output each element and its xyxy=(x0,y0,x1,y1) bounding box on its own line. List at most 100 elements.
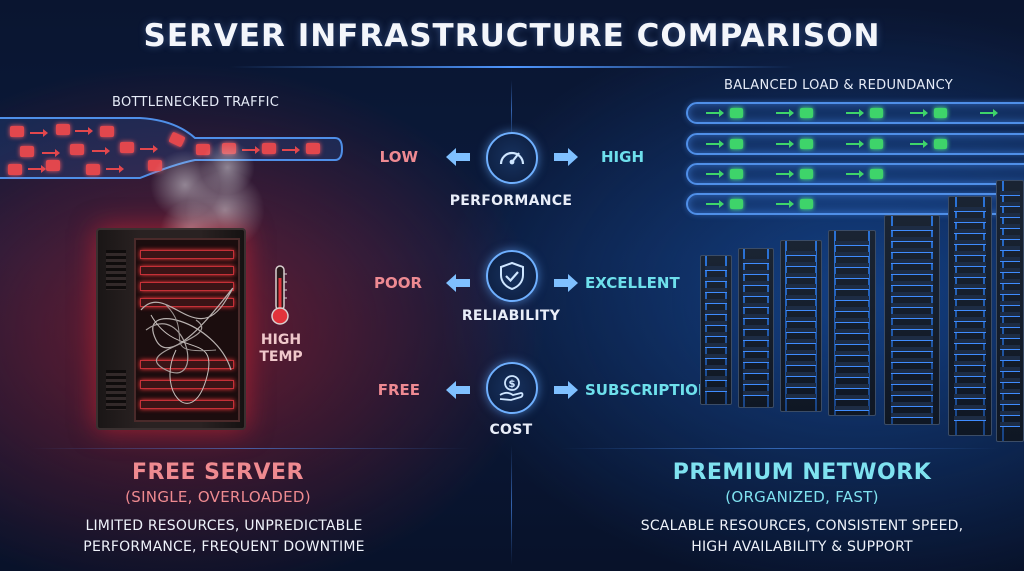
rack-unit xyxy=(954,273,986,278)
shield-check-icon xyxy=(486,250,538,302)
rack-unit xyxy=(743,347,769,352)
rack-unit xyxy=(704,354,728,359)
rack-unit xyxy=(834,406,870,411)
arrow-right-icon xyxy=(554,274,578,292)
rack-unit xyxy=(834,373,870,378)
free-server-subtitle: (SINGLE, OVERLOADED) xyxy=(125,488,311,506)
rack-unit xyxy=(785,361,817,366)
rack-unit xyxy=(834,296,870,301)
rack-unit xyxy=(891,391,933,396)
rack-unit xyxy=(891,336,933,341)
rack-unit xyxy=(891,303,933,308)
rack-unit xyxy=(891,248,933,253)
cost-high-label: SUBSCRIPTION xyxy=(585,381,711,399)
rack-unit xyxy=(704,299,728,304)
rack-unit xyxy=(834,263,870,268)
rack-unit xyxy=(954,218,986,223)
rack-unit xyxy=(834,274,870,279)
rack-unit xyxy=(954,394,986,399)
rack-unit xyxy=(834,318,870,323)
rack-unit xyxy=(785,328,817,333)
rack-unit xyxy=(1000,345,1020,350)
reliability-label: RELIABILITY xyxy=(461,308,561,324)
free-server-title: FREE SERVER xyxy=(132,460,304,485)
rack-unit xyxy=(785,295,817,300)
rack-unit xyxy=(704,332,728,337)
dollar-hand-icon: $ xyxy=(486,362,538,414)
rack-unit xyxy=(704,321,728,326)
rack-unit xyxy=(891,402,933,407)
rack-unit xyxy=(1000,191,1020,196)
premium-network-title: PREMIUM NETWORK xyxy=(672,460,932,485)
rack-unit xyxy=(743,270,769,275)
rack-unit xyxy=(954,262,986,267)
rack-unit xyxy=(834,285,870,290)
cabinet-front xyxy=(134,238,240,422)
rack-unit xyxy=(1000,334,1020,339)
rack-unit xyxy=(891,259,933,264)
arrow-left-icon xyxy=(446,381,470,399)
rack-unit xyxy=(891,369,933,374)
premium-network-description: SCALABLE RESOURCES, CONSISTENT SPEED, HI… xyxy=(592,516,1012,558)
rack-unit xyxy=(891,380,933,385)
reliability-low-label: POOR xyxy=(373,274,422,292)
rack-unit xyxy=(1000,400,1020,405)
rack-unit xyxy=(785,284,817,289)
free-server-desc-line-2: PERFORMANCE, FREQUENT DOWNTIME xyxy=(83,539,365,555)
rack-unit xyxy=(891,270,933,275)
rack-unit xyxy=(704,310,728,315)
rack-unit xyxy=(785,350,817,355)
rack-unit xyxy=(954,240,986,245)
rack-unit xyxy=(954,229,986,234)
high-temp-line-1: HIGH xyxy=(260,332,302,348)
rack-unit xyxy=(1000,202,1020,207)
rack-unit xyxy=(954,284,986,289)
high-temp-line-2: TEMP xyxy=(259,349,303,365)
rack-unit xyxy=(954,372,986,377)
rack-unit xyxy=(954,207,986,212)
left-bottom-rule xyxy=(30,448,470,449)
rack-unit xyxy=(785,394,817,399)
rack-unit xyxy=(743,336,769,341)
rack-unit xyxy=(891,226,933,231)
premium-desc-line-2: HIGH AVAILABILITY & SUPPORT xyxy=(691,539,913,555)
balanced-load-caption: BALANCED LOAD & REDUNDANCY xyxy=(724,78,953,93)
rack-unit xyxy=(1000,356,1020,361)
free-server-desc-line-1: LIMITED RESOURCES, UNPREDICTABLE xyxy=(85,518,363,534)
rack-unit xyxy=(891,237,933,242)
rack-unit xyxy=(743,391,769,396)
performance-high-label: HIGH xyxy=(601,148,645,166)
rack-unit xyxy=(834,340,870,345)
rack-unit xyxy=(954,416,986,421)
rack-unit xyxy=(704,277,728,282)
rack-unit xyxy=(704,288,728,293)
rack-unit xyxy=(785,372,817,377)
rack-unit xyxy=(834,351,870,356)
overloaded-server-cabinet xyxy=(96,228,246,430)
rack-unit xyxy=(891,281,933,286)
rack-unit xyxy=(704,343,728,348)
gauge-icon xyxy=(486,132,538,184)
rack-unit xyxy=(954,383,986,388)
rack-unit xyxy=(954,350,986,355)
arrow-right-icon xyxy=(554,381,578,399)
rack-unit xyxy=(743,314,769,319)
thermometer-icon xyxy=(270,264,290,326)
svg-text:$: $ xyxy=(509,379,516,390)
rack-unit xyxy=(1000,268,1020,273)
rack-unit xyxy=(954,306,986,311)
rack-unit xyxy=(785,306,817,311)
premium-network-subtitle: (ORGANIZED, FAST) xyxy=(725,488,879,506)
tangled-cables xyxy=(140,287,234,404)
rack-unit xyxy=(954,361,986,366)
premium-desc-line-1: SCALABLE RESOURCES, CONSISTENT SPEED, xyxy=(640,518,964,534)
arrow-left-icon xyxy=(446,274,470,292)
arrow-left-icon xyxy=(446,148,470,166)
rack-unit xyxy=(785,383,817,388)
rack-unit xyxy=(834,384,870,389)
rack-unit xyxy=(704,365,728,370)
rack-unit xyxy=(834,252,870,257)
rack-unit xyxy=(1000,367,1020,372)
rack-unit xyxy=(1000,323,1020,328)
rack-unit xyxy=(1000,301,1020,306)
